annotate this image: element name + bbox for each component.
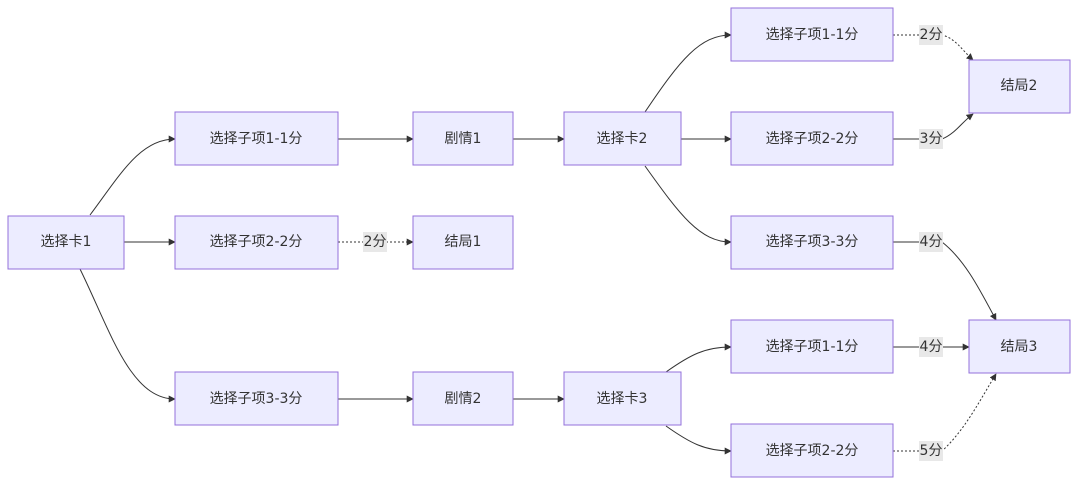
node-label: 选择子项1-1分 — [766, 27, 859, 43]
nodes: 选择卡1 选择子项1-1分 选择子项2-2分 选择子项3-3分 剧情1 结局1 … — [7, 7, 1071, 478]
node-c2-opt2[interactable]: 选择子项2-2分 — [730, 111, 894, 166]
node-label: 选择子项3-3分 — [210, 391, 303, 407]
node-label: 选择子项2-2分 — [766, 131, 859, 147]
edge-label-c2-opt3-ending3: 4分 — [919, 232, 943, 252]
edge-choice1-to-c1-opt1 — [89, 135, 176, 216]
edge-c2-opt3-to-ending3 — [893, 241, 997, 321]
edge-choice3-to-c3-opt2 — [665, 425, 732, 455]
node-label: 结局3 — [1001, 339, 1038, 355]
edge-label-c1-opt2-ending1: 2分 — [363, 232, 387, 252]
node-label: 剧情1 — [445, 131, 482, 147]
node-label: 选择子项3-3分 — [766, 234, 859, 250]
node-ending1[interactable]: 结局1 — [412, 215, 514, 270]
edge-choice2-to-c2-opt1 — [644, 31, 732, 113]
node-label: 选择子项1-1分 — [210, 131, 303, 147]
node-c2-opt1[interactable]: 选择子项1-1分 — [730, 7, 894, 62]
node-ending2[interactable]: 结局2 — [968, 59, 1071, 114]
edge-label-c3-opt1-ending3: 4分 — [919, 337, 943, 357]
node-c3-opt2[interactable]: 选择子项2-2分 — [730, 423, 894, 478]
edge-choice1-to-c1-opt3 — [79, 268, 176, 403]
node-label: 选择子项1-1分 — [766, 339, 859, 355]
node-choice2[interactable]: 选择卡2 — [563, 111, 682, 166]
edge-label-text: 2分 — [920, 27, 943, 43]
edge-label-text: 3分 — [920, 131, 943, 147]
edge-choice2-to-c2-opt3 — [644, 165, 732, 246]
edge-label-text: 4分 — [920, 234, 943, 250]
edge-label-text: 5分 — [920, 443, 943, 459]
node-c1-opt1[interactable]: 选择子项1-1分 — [174, 111, 339, 166]
node-label: 选择卡1 — [41, 234, 92, 250]
node-c1-opt2[interactable]: 选择子项2-2分 — [174, 215, 339, 270]
edge-label-c3-opt2-ending3: 5分 — [919, 441, 943, 461]
edge-label-text: 2分 — [364, 234, 387, 250]
node-label: 选择卡3 — [597, 391, 648, 407]
edge-c3-opt2-to-ending3 — [893, 373, 997, 452]
node-label: 选择子项2-2分 — [210, 234, 303, 250]
node-label: 结局2 — [1001, 78, 1038, 94]
node-label: 选择子项2-2分 — [766, 443, 859, 459]
node-label: 结局1 — [445, 234, 482, 250]
node-c3-opt1[interactable]: 选择子项1-1分 — [730, 319, 894, 374]
node-choice3[interactable]: 选择卡3 — [563, 371, 682, 426]
node-c1-opt3[interactable]: 选择子项3-3分 — [174, 371, 339, 426]
node-label: 选择卡2 — [597, 131, 648, 147]
edge-label-text: 4分 — [920, 339, 943, 355]
node-choice1[interactable]: 选择卡1 — [7, 215, 125, 270]
node-plot2[interactable]: 剧情2 — [412, 371, 514, 426]
edge-labels: 2分 2分 3分 4分 4分 5分 — [363, 25, 943, 461]
edge-label-c2-opt1-ending2: 2分 — [919, 25, 943, 45]
edge-label-c2-opt2-ending2: 3分 — [919, 129, 943, 149]
node-label: 剧情2 — [445, 391, 482, 407]
node-c2-opt3[interactable]: 选择子项3-3分 — [730, 215, 894, 270]
node-plot1[interactable]: 剧情1 — [412, 111, 514, 166]
node-ending3[interactable]: 结局3 — [968, 319, 1071, 374]
edge-choice3-to-c3-opt1 — [665, 343, 732, 373]
